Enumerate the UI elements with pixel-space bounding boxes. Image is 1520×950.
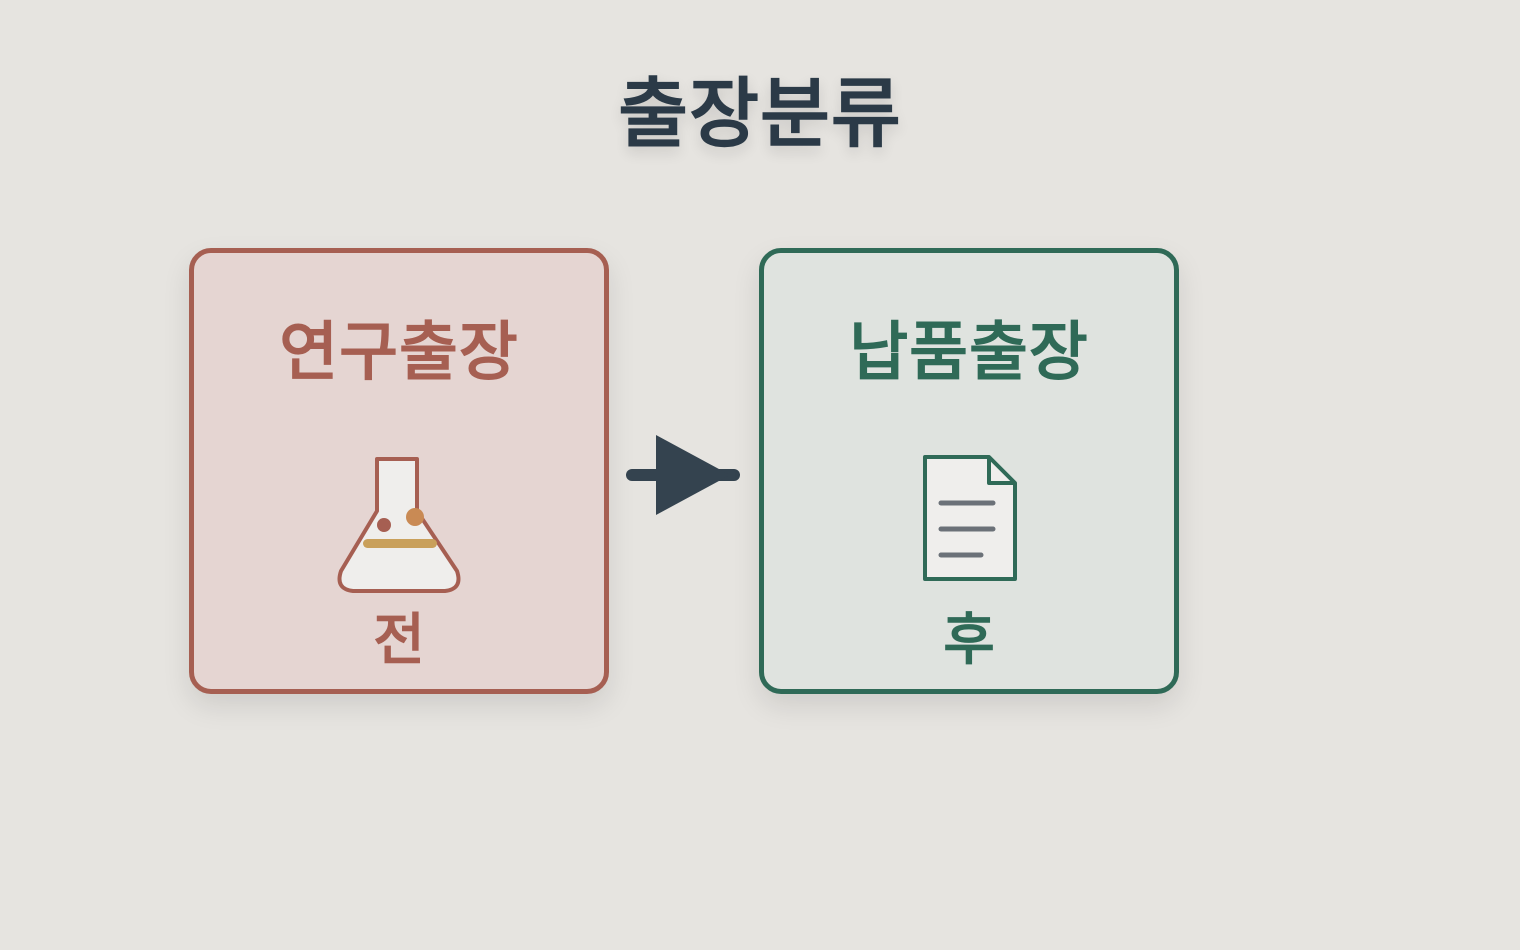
card-title-delivery: 납품출장 xyxy=(849,316,1089,390)
card-sub-before: 전 xyxy=(373,608,425,673)
card-title-research: 연구출장 xyxy=(279,316,519,390)
flask-icon xyxy=(337,457,461,593)
research-trip-card: 연구출장 전 xyxy=(189,248,609,694)
card-sub-after: 후 xyxy=(943,608,995,673)
page-title: 출장분류 xyxy=(618,69,902,158)
arrow-right-icon xyxy=(626,435,740,515)
document-icon xyxy=(923,455,1017,581)
delivery-trip-card: 납품출장 후 xyxy=(759,248,1179,694)
